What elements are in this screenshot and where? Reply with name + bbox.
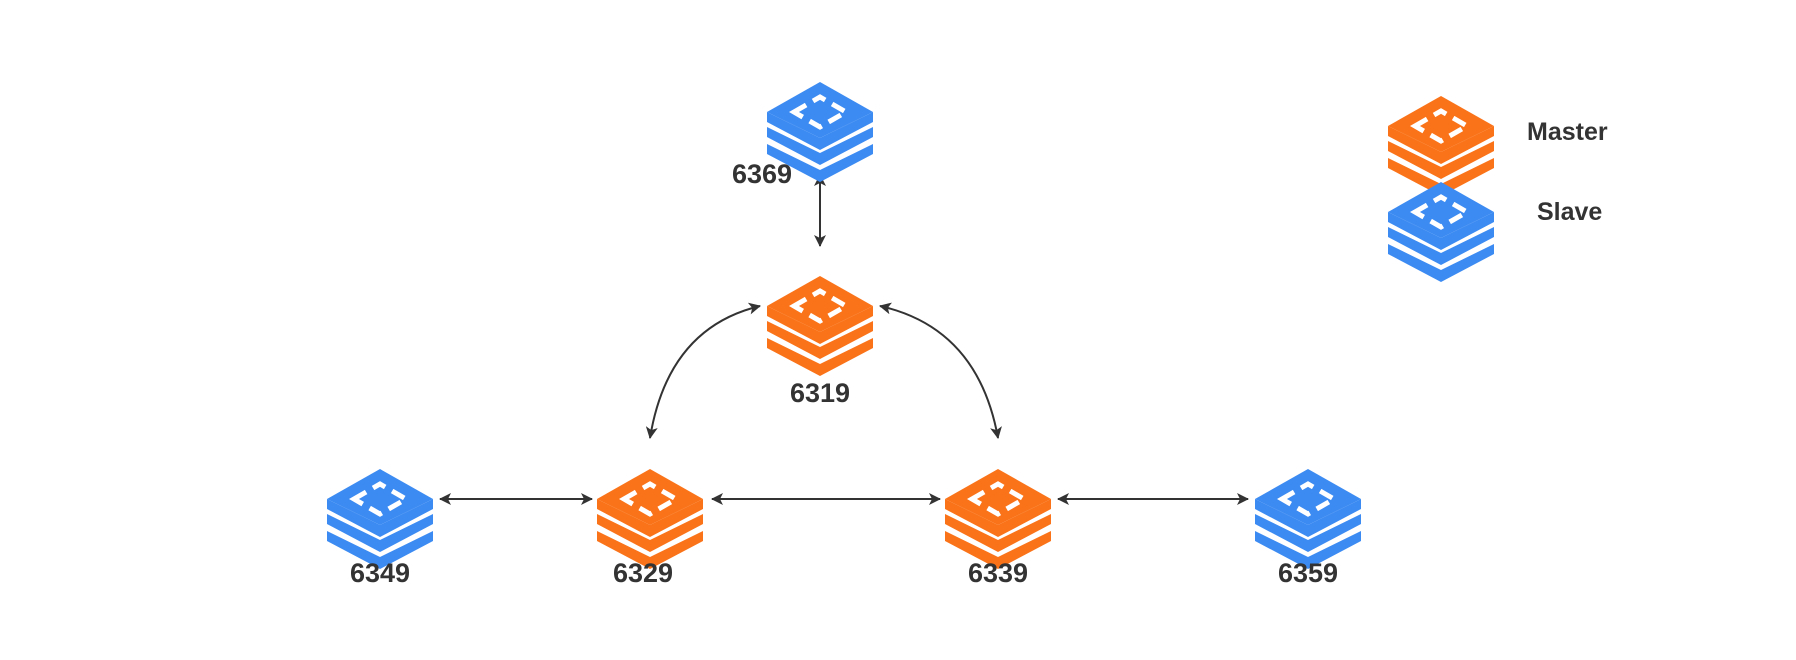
redis-stack-icon (767, 82, 873, 182)
slave-legend-icon (1388, 182, 1494, 282)
master-node-6319: 6319 (767, 276, 873, 408)
redis-stack-icon (767, 276, 873, 376)
redis-stack-icon (327, 469, 433, 569)
master-node-6339: 6339 (945, 469, 1051, 588)
legend-slave-label: Slave (1537, 198, 1602, 226)
master-node-6329: 6329 (597, 469, 703, 588)
master-legend-icon (1388, 96, 1494, 196)
node-label-6329: 6329 (613, 558, 673, 588)
connection-6319-6329 (645, 302, 761, 439)
redis-stack-icon (597, 469, 703, 569)
legend-master: Master (1388, 96, 1608, 196)
redis-stack-icon (1255, 469, 1361, 569)
legend: Master Slave (1388, 96, 1608, 282)
slave-node-6349: 6349 (327, 469, 433, 588)
node-label-6349: 6349 (350, 558, 410, 588)
redis-stack-icon (945, 469, 1051, 569)
slave-node-6359: 6359 (1255, 469, 1361, 588)
slave-node-6369: 6369 (732, 82, 873, 189)
legend-slave: Slave (1388, 182, 1602, 282)
connection-6319-6339 (879, 302, 1002, 439)
node-label-6369: 6369 (732, 159, 792, 189)
node-label-6339: 6339 (968, 558, 1028, 588)
legend-master-label: Master (1527, 118, 1608, 146)
node-label-6359: 6359 (1278, 558, 1338, 588)
node-label-6319: 6319 (790, 378, 850, 408)
